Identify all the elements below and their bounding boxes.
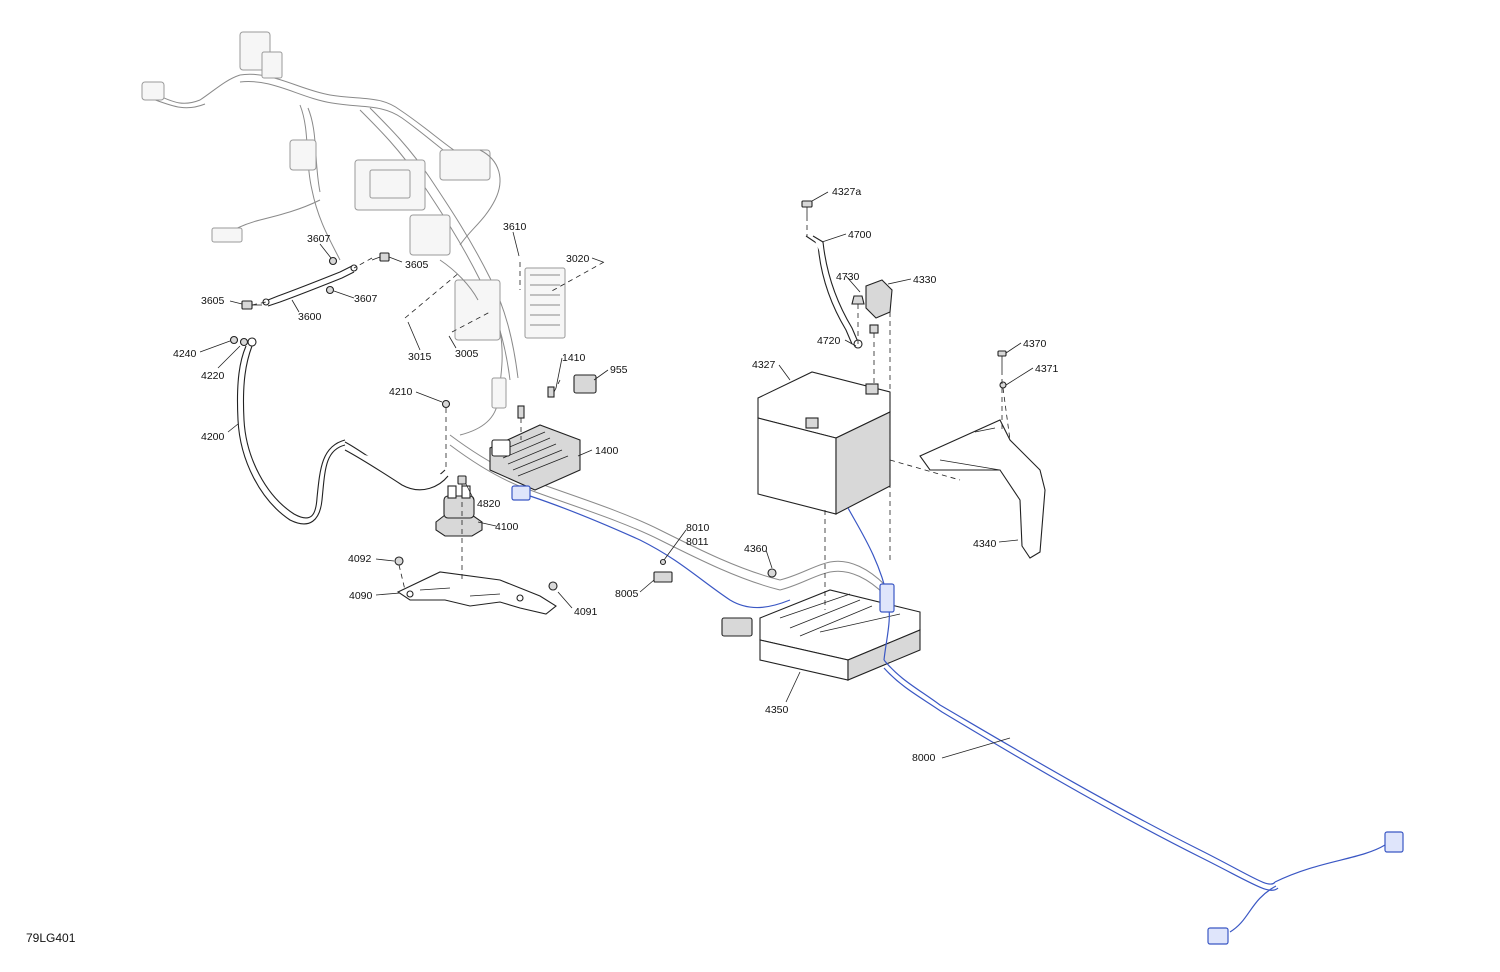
fastener-8010	[659, 558, 667, 566]
washer-4371	[999, 381, 1007, 389]
battery-cable-4700	[805, 235, 863, 349]
nut-4210	[441, 399, 451, 409]
label-8000: 8000	[912, 752, 936, 764]
label-4370: 4370	[1023, 338, 1047, 350]
bolt-4370	[997, 350, 1007, 370]
label-4820: 4820	[477, 498, 501, 510]
battery-cable-4200	[229, 335, 449, 525]
label-1400: 1400	[595, 445, 619, 457]
battery-4327	[757, 371, 891, 515]
label-3020: 3020	[566, 253, 590, 265]
label-4092: 4092	[348, 553, 372, 565]
label-4090: 4090	[349, 590, 373, 602]
rivet-4092	[394, 556, 404, 566]
label-4720: 4720	[817, 335, 841, 347]
label-4327: 4327	[752, 359, 776, 371]
label-3605-left: 3605	[201, 295, 225, 307]
label-4200: 4200	[201, 431, 225, 443]
label-4240: 4240	[173, 348, 197, 360]
relay-4100	[435, 485, 483, 537]
label-3607-top: 3607	[307, 233, 331, 245]
label-4700: 4700	[848, 229, 872, 241]
nut-3607-top	[328, 256, 338, 266]
nut-3607-bottom	[325, 285, 335, 295]
assembly-guide-lines	[251, 216, 1011, 610]
label-3605-right: 3605	[405, 259, 429, 271]
connector-955	[573, 374, 597, 394]
label-8010: 8010	[686, 522, 710, 534]
label-4350: 4350	[765, 704, 789, 716]
label-4340: 4340	[973, 538, 997, 550]
bracket-4340	[919, 419, 1046, 559]
screw-1410	[547, 386, 555, 398]
label-4091: 4091	[574, 606, 598, 618]
cable-3600	[262, 264, 358, 307]
bracket-4090	[396, 571, 557, 615]
label-4100: 4100	[495, 521, 519, 533]
label-955: 955	[610, 364, 628, 376]
label-3015: 3015	[408, 351, 432, 363]
part-labels: 4327a 4700 4730 4330 4720 4327 4370 4371…	[173, 186, 1059, 764]
figure-code: 79LG401	[26, 931, 76, 945]
rivet-4091	[548, 581, 558, 591]
voltage-regulator-1400	[489, 424, 581, 491]
clip-8005	[653, 571, 673, 583]
bolt-4327a	[801, 200, 813, 216]
screw-1400-mount	[517, 405, 525, 419]
label-4220: 4220	[201, 370, 225, 382]
washer-4820	[457, 475, 467, 485]
label-4730: 4730	[836, 271, 860, 283]
cover-4330	[865, 279, 893, 319]
label-4371: 4371	[1035, 363, 1059, 375]
label-1410: 1410	[562, 352, 586, 364]
label-4327a: 4327a	[832, 186, 861, 198]
rivet-4360	[767, 568, 777, 578]
label-8005: 8005	[615, 588, 639, 600]
harness-8000	[511, 485, 1404, 945]
label-3005: 3005	[455, 348, 479, 360]
label-3600: 3600	[298, 311, 322, 323]
label-4210: 4210	[389, 386, 413, 398]
main-wiring-harness	[141, 31, 886, 596]
nut-4730	[851, 295, 865, 305]
label-3607-bottom: 3607	[354, 293, 378, 305]
label-8011: 8011	[686, 536, 709, 548]
bolt-4720	[869, 324, 879, 334]
leader-lines	[199, 191, 1034, 759]
label-3610: 3610	[503, 221, 527, 233]
label-4330: 4330	[913, 274, 937, 286]
bolt-3605-right	[371, 252, 390, 262]
label-4360: 4360	[744, 543, 768, 555]
